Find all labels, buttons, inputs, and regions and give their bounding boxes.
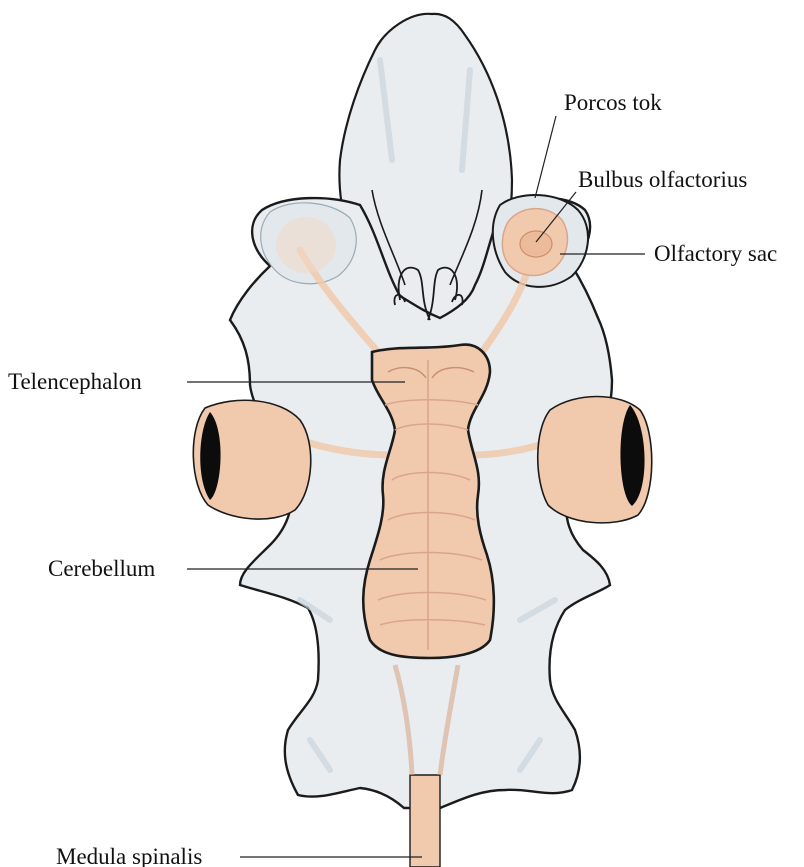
- bulbus-olfactorius: [520, 231, 552, 257]
- leader-porcos-tok: [535, 116, 556, 198]
- right-olfactory-organ: [502, 209, 567, 276]
- label-bulbus-olfactorius: Bulbus olfactorius: [578, 167, 747, 192]
- left-olfactory-bulb: [276, 217, 336, 273]
- label-porcos-tok: Porcos tok: [564, 90, 662, 115]
- spinal-cord-shaft: [410, 775, 440, 867]
- brain: [363, 345, 494, 658]
- label-medula-spinalis: Medula spinalis: [56, 844, 202, 867]
- label-telencephalon: Telencephalon: [8, 369, 142, 394]
- right-eye: [538, 397, 652, 523]
- label-olfactory-sac: Olfactory sac: [654, 241, 777, 266]
- left-eye: [193, 400, 310, 519]
- label-cerebellum: Cerebellum: [48, 556, 155, 581]
